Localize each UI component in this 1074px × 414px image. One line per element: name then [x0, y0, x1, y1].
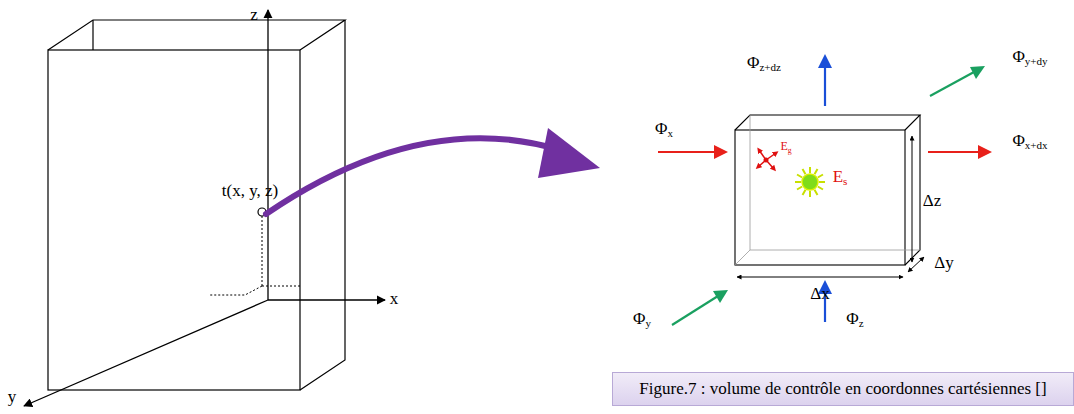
- axis-label: x: [390, 290, 399, 307]
- axes: [24, 10, 385, 406]
- dimension-label: Δx: [810, 285, 829, 302]
- dimension-lines: [737, 136, 924, 277]
- figure-caption: Figure.7 : volume de contrôle en coordon…: [639, 379, 1046, 399]
- flux-label: Φz+dz: [747, 54, 781, 71]
- axis-label: y: [8, 388, 17, 405]
- zoom-arrow: [266, 128, 600, 214]
- generation-symbol: [758, 150, 776, 169]
- source-label: Es: [833, 168, 848, 185]
- dimension-label: Δy: [934, 254, 953, 271]
- flux-label: Φx+dx: [1012, 132, 1047, 149]
- point-label: t(x, y, z): [222, 182, 279, 199]
- dimension-label: Δz: [923, 192, 941, 209]
- control-volume: [735, 115, 920, 265]
- flux-arrows: [658, 54, 992, 325]
- flux-label: Φy: [633, 310, 651, 327]
- projection-lines: [210, 216, 300, 295]
- flux-label: Φy+dy: [1012, 48, 1047, 65]
- source-label: Eg: [780, 140, 791, 152]
- wall-slab: [48, 20, 345, 390]
- heat-source-symbol: [795, 167, 825, 197]
- caption-box: Figure.7 : volume de contrôle en coordon…: [612, 372, 1074, 406]
- flux-label: Φz: [846, 310, 863, 327]
- axis-label: z: [250, 6, 258, 23]
- flux-label: Φx: [655, 120, 673, 137]
